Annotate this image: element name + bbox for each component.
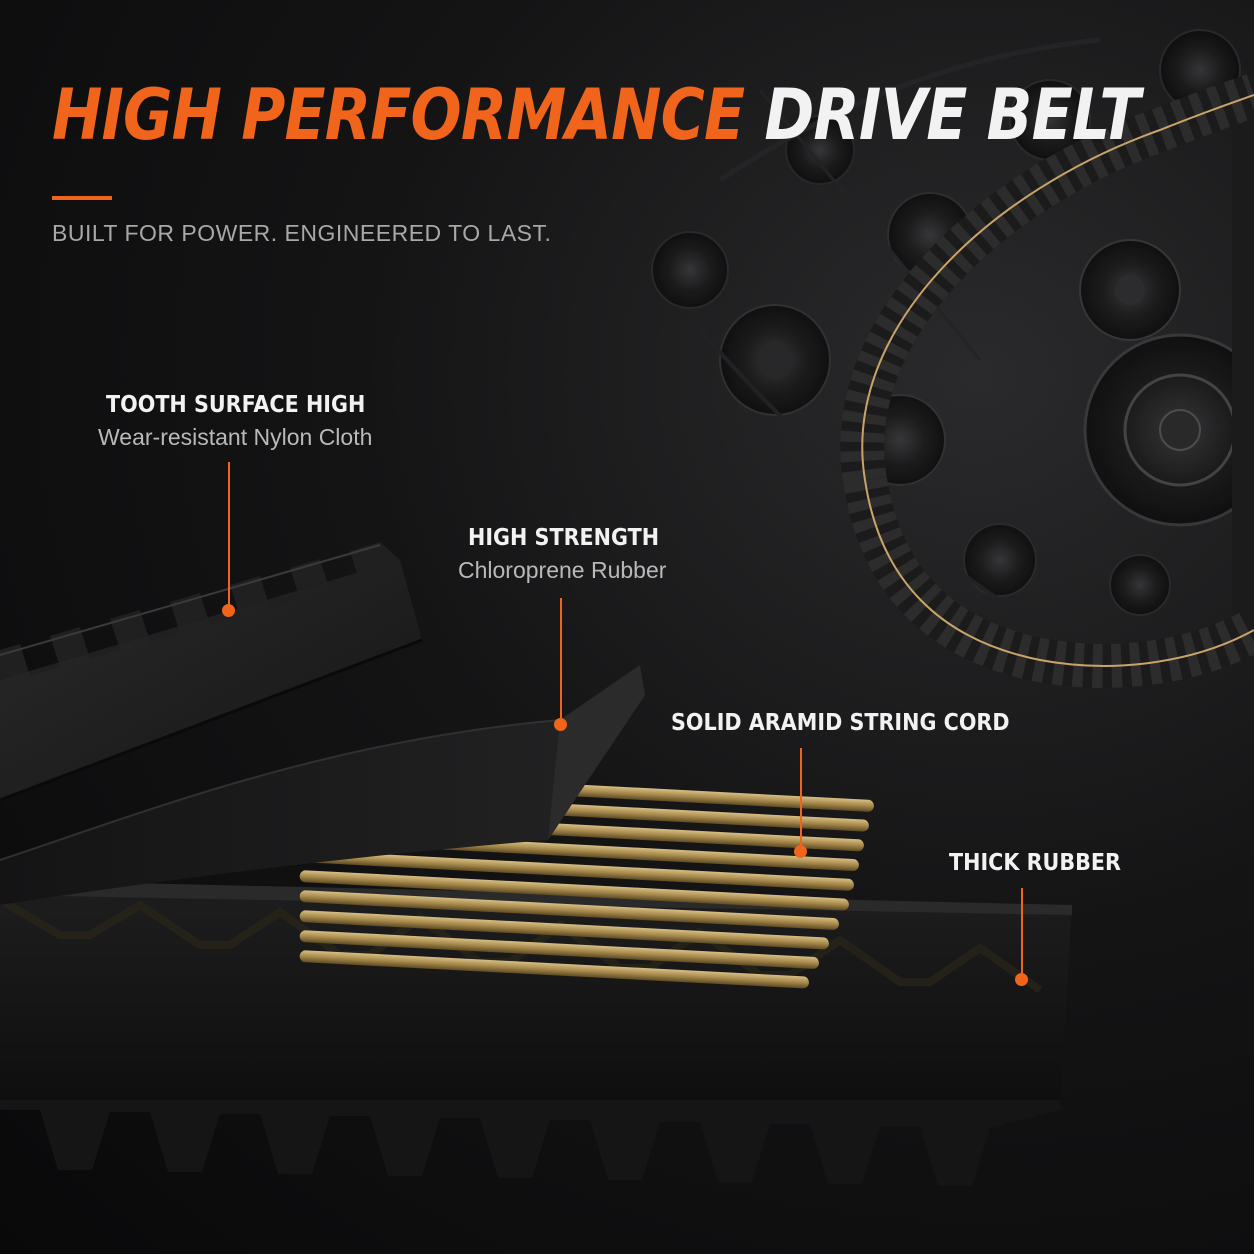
pulley — [651, 231, 729, 309]
callout-leader-line — [560, 598, 562, 720]
callout-title: HIGH STRENGTH — [468, 525, 660, 551]
callout-subtitle: Chloroprene Rubber — [458, 557, 667, 583]
callout-dot-icon — [794, 845, 807, 858]
callout-dot-icon — [554, 718, 567, 731]
callout-dot-icon — [222, 604, 235, 617]
pulley — [963, 523, 1037, 597]
chloroprene-rubber-layer — [0, 665, 645, 905]
callout-aramid-cord: SOLID ARAMID STRING CORD — [671, 710, 1047, 736]
callout-tooth-surface: TOOTH SURFACE HIGH Wear-resistant Nylon … — [98, 392, 394, 451]
pulley — [1109, 554, 1171, 616]
callout-leader-line — [228, 462, 230, 608]
headline-accent: HIGH PERFORMANCE — [52, 74, 745, 156]
headline-plain: DRIVE BELT — [764, 74, 1140, 156]
tooth-surface-layer — [0, 542, 423, 802]
tagline: BUILT FOR POWER. ENGINEERED TO LAST. — [52, 220, 552, 246]
callout-leader-line — [800, 748, 802, 848]
callout-dot-icon — [1015, 973, 1028, 986]
callout-high-strength: HIGH STRENGTH Chloroprene Rubber — [458, 525, 680, 584]
callout-title: SOLID ARAMID STRING CORD — [671, 710, 1010, 736]
callout-leader-line — [1021, 888, 1023, 976]
callout-title: THICK RUBBER — [949, 850, 1121, 876]
callout-subtitle: Wear-resistant Nylon Cloth — [98, 424, 373, 450]
callout-thick-rubber: THICK RUBBER — [949, 850, 1140, 876]
callout-title: TOOTH SURFACE HIGH — [106, 392, 366, 418]
accent-rule — [52, 196, 112, 200]
headline: HIGH PERFORMANCE DRIVE BELT — [52, 80, 1140, 150]
